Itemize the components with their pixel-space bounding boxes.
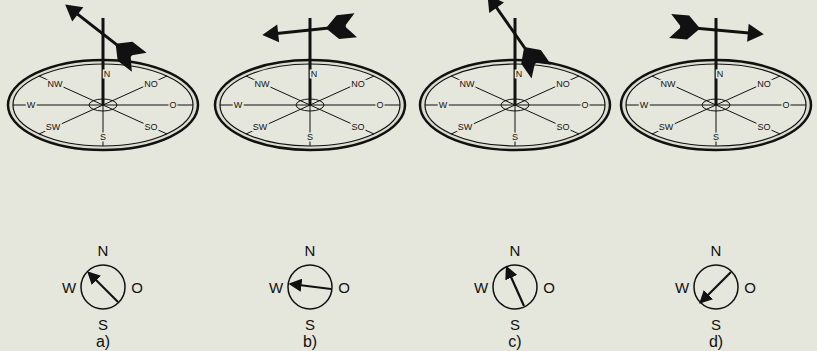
rose-letter: NW	[254, 80, 271, 89]
rose-letter: NW	[47, 80, 64, 89]
panel-caption: d)	[708, 334, 724, 350]
direction-letter: N	[509, 243, 522, 258]
rose-letter: SW	[45, 123, 62, 132]
rose-letter: O	[168, 101, 177, 110]
direction-letter: O	[743, 280, 757, 295]
wind-arrow	[701, 272, 731, 302]
direction-letter: W	[473, 280, 489, 295]
direction-letter: O	[337, 280, 351, 295]
direction-letter: S	[710, 317, 722, 332]
rose-letter: S	[712, 133, 720, 142]
rose-letter: NO	[143, 80, 159, 89]
direction-letter: O	[542, 280, 556, 295]
direction-letter: N	[304, 243, 317, 258]
rose-letter: W	[639, 101, 650, 110]
panel-caption: b)	[302, 334, 318, 350]
rose-letter: S	[306, 133, 314, 142]
rose-letter: SW	[252, 123, 269, 132]
rose-letter: SW	[658, 123, 675, 132]
rose-letter: S	[99, 133, 107, 142]
panel-caption: a)	[95, 334, 111, 350]
rose-letter: O	[781, 101, 790, 110]
rose-letter: S	[511, 133, 519, 142]
rose-letter: O	[375, 101, 384, 110]
wind-arrow	[507, 268, 524, 306]
wind-arrow	[89, 273, 118, 302]
rose-letter: NO	[555, 80, 571, 89]
rose-letter: SO	[350, 123, 365, 132]
compass-rose	[420, 18, 610, 150]
compass-rose	[621, 18, 811, 150]
direction-letter: W	[674, 280, 690, 295]
direction-letter: S	[97, 317, 109, 332]
compass-rose	[8, 18, 198, 150]
rose-letter: N	[103, 70, 112, 79]
vane-arrow	[669, 14, 765, 46]
rose-letter: O	[580, 101, 589, 110]
vane-arrow	[478, 0, 552, 79]
direction-letter: W	[268, 280, 284, 295]
direction-circle	[694, 265, 738, 309]
rose-letter: NW	[459, 80, 476, 89]
direction-letter: N	[97, 243, 110, 258]
rose-letter: SO	[143, 123, 158, 132]
vane-arrow	[261, 13, 357, 47]
rose-letter: NW	[660, 80, 677, 89]
rose-letter: SW	[457, 123, 474, 132]
direction-letter: O	[130, 280, 144, 295]
rose-letter: W	[233, 101, 244, 110]
wind-arrow	[291, 284, 331, 289]
direction-letter: S	[304, 317, 316, 332]
rose-letter: SO	[555, 123, 570, 132]
rose-letter: NO	[350, 80, 366, 89]
rose-letter: NO	[756, 80, 772, 89]
direction-circle	[493, 265, 537, 309]
compass-rose	[215, 18, 405, 150]
direction-letter: N	[710, 243, 723, 258]
rose-letter: N	[716, 70, 725, 79]
direction-circle	[81, 265, 125, 309]
rose-letter: N	[515, 70, 524, 79]
direction-letter: S	[509, 317, 521, 332]
direction-circle	[288, 265, 332, 309]
vane-arrow	[58, 0, 147, 72]
rose-letter: SO	[756, 123, 771, 132]
rose-letter: W	[438, 101, 449, 110]
panel-caption: c)	[507, 334, 522, 350]
direction-letter: W	[61, 280, 77, 295]
rose-letter: W	[26, 101, 37, 110]
rose-letter: N	[310, 70, 319, 79]
